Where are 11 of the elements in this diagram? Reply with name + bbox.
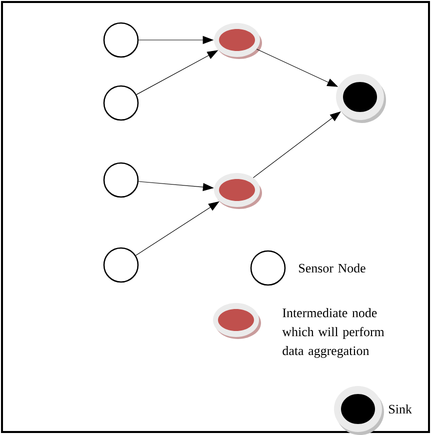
sink-node-drawing: [336, 74, 386, 123]
intermediate-node-drawing: [214, 23, 262, 59]
arrow: [136, 201, 220, 256]
sensor-node-circle: [103, 85, 139, 121]
legend-text: Sink: [389, 404, 412, 414]
legend-text: Sensor Node: [299, 263, 366, 273]
sensor-node-circle: [103, 162, 139, 198]
legend-text: Intermediate node which will perform data aggregation: [282, 308, 384, 358]
intermediate-node-drawing: [214, 173, 262, 209]
sensor-node-circle: [103, 247, 139, 283]
sensor-node-circle: [103, 22, 139, 58]
